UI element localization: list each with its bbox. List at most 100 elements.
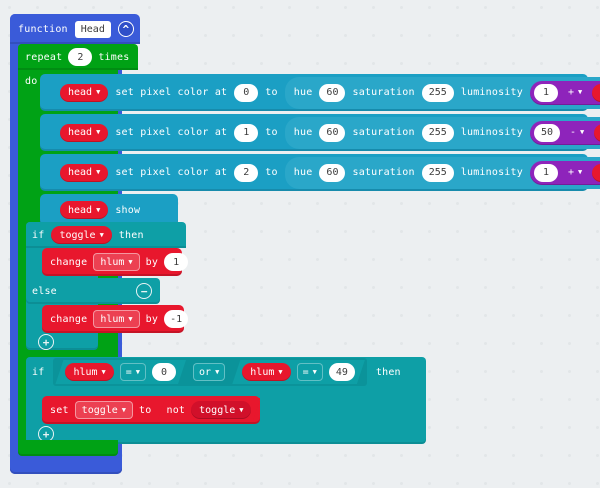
pixel-index-field[interactable]: 1 [234,123,259,142]
chevron-up-icon[interactable]: ^ [117,21,134,37]
then-label: then [118,229,144,241]
change-value-field[interactable]: 1 [164,253,189,271]
luminosity-label: luminosity [460,167,523,178]
repeat-keyword: repeat [25,51,63,63]
left-operator-symbol: = [125,366,132,378]
operand-a-field[interactable]: 50 [533,123,561,142]
minus-circle-icon[interactable]: − [136,283,152,299]
right-variable-name: hlum [250,366,275,378]
strip-dropdown[interactable]: head▼ [60,123,109,142]
if-keyword: if [32,229,45,241]
chevron-down-icon: ▼ [580,128,585,136]
set-pixel-block[interactable]: head▼ set pixel color at 1 to hue 60 sat… [40,114,600,151]
by-label: by [145,313,159,325]
saturation-field[interactable]: 255 [421,163,454,182]
chevron-down-icon: ▼ [99,230,104,239]
repeat-do-label-wrap: do [18,70,54,92]
hue-field[interactable]: 60 [319,123,346,142]
left-variable-dropdown[interactable]: hlum▼ [65,363,113,381]
if-bounds-header[interactable]: if hlum▼ =▼ 0 or▼ hlum▼ [26,357,426,387]
else-label: else [32,285,57,297]
strip-dropdown[interactable]: head▼ [60,201,109,219]
chevron-down-icon: ▼ [96,205,101,214]
change-variable-dropdown[interactable]: hlum▼ [93,253,140,271]
luminosity-label: luminosity [460,87,523,98]
pixel-index-field[interactable]: 0 [234,83,259,102]
left-variable-name: hlum [73,366,98,378]
math-operation-block[interactable]: 50 -▼ hlum▼ [529,120,600,145]
by-label: by [145,256,159,268]
operator-dropdown[interactable]: -▼ [565,124,590,141]
strip-name: head [68,204,93,216]
saturation-label: saturation [352,127,415,138]
if-toggle-footer[interactable]: + [26,333,98,351]
operand-b-variable[interactable]: hlum▼ [592,83,600,102]
hue-field[interactable]: 60 [319,83,346,102]
strip-name: head [68,87,93,98]
saturation-field[interactable]: 255 [421,123,454,142]
hue-label: hue [293,87,313,98]
chevron-down-icon: ▼ [578,168,583,176]
hue-field[interactable]: 60 [319,163,346,182]
comparison-block-right[interactable]: hlum▼ =▼ 49 [232,360,365,384]
operand-b-variable[interactable]: hlum▼ [594,123,600,142]
function-block-header[interactable]: function Head ^ [10,14,140,44]
operand-a-field[interactable]: 1 [533,83,558,102]
luminosity-label: luminosity [460,127,523,138]
if-toggle-header[interactable]: if toggle▼ then [26,222,186,248]
repeat-count-field[interactable]: 2 [68,48,93,66]
not-logic-block[interactable]: not toggle▼ [157,398,260,422]
left-value-field[interactable]: 0 [152,363,176,381]
strip-dropdown[interactable]: head▼ [60,83,109,102]
change-variable-dropdown[interactable]: hlum▼ [93,310,140,328]
operator-dropdown[interactable]: +▼ [562,164,588,181]
saturation-field[interactable]: 255 [421,83,454,102]
set-pixel-block[interactable]: head▼ set pixel color at 0 to hue 60 sat… [40,74,600,111]
repeat-do-label: do [25,75,38,87]
change-variable-block[interactable]: change hlum▼ by 1 [42,248,189,276]
saturation-label: saturation [352,87,415,98]
change-value-field[interactable]: -1 [164,310,189,328]
condition-name: toggle [59,229,96,241]
chevron-down-icon: ▼ [101,367,106,376]
right-value-field[interactable]: 49 [329,363,355,381]
right-operator-dropdown[interactable]: =▼ [297,363,323,381]
then-label: then [375,366,401,378]
chevron-down-icon: ▼ [128,314,133,323]
to-label: to [265,87,278,98]
strip-dropdown[interactable]: head▼ [60,163,109,182]
show-label: show [115,204,141,216]
chevron-down-icon: ▼ [128,257,133,266]
operand-b-variable[interactable]: hlum▼ [592,163,600,182]
change-variable-block[interactable]: change hlum▼ by -1 [42,305,189,333]
chevron-down-icon: ▼ [96,88,101,96]
pixel-index-field[interactable]: 2 [234,163,259,182]
chevron-down-icon: ▼ [578,88,583,96]
right-operator-symbol: = [302,366,309,378]
variable-name: hlum [100,256,125,268]
or-logic-block[interactable]: hlum▼ =▼ 0 or▼ hlum▼ =▼ [53,358,367,386]
set-variable-block[interactable]: set toggle▼ to not toggle▼ [42,396,260,424]
right-variable-dropdown[interactable]: hlum▼ [242,363,290,381]
set-pixel-block[interactable]: head▼ set pixel color at 2 to hue 60 sat… [40,154,600,191]
show-block[interactable]: head▼ show [40,194,178,226]
operator-dropdown[interactable]: +▼ [562,84,588,101]
if-condition-variable[interactable]: toggle▼ [51,226,112,244]
comparison-block-left[interactable]: hlum▼ =▼ 0 [55,360,186,384]
math-operation-block[interactable]: 1 +▼ hlum▼ [529,80,600,105]
math-operation-block[interactable]: 1 +▼ hlum▼ [529,160,600,185]
not-operand-dropdown[interactable]: toggle▼ [191,401,251,419]
else-row[interactable]: else − [26,278,160,304]
to-label: to [265,167,278,178]
set-keyword: set [50,404,69,416]
function-name-field[interactable]: Head [74,20,111,38]
repeat-block-header[interactable]: repeat 2 times [18,44,138,70]
plus-circle-icon[interactable]: + [38,334,54,350]
left-operator-dropdown[interactable]: =▼ [120,363,146,381]
operand-a-field[interactable]: 1 [533,163,558,182]
or-operator-dropdown[interactable]: or▼ [193,363,226,381]
function-keyword: function [18,23,68,35]
set-variable-dropdown[interactable]: toggle▼ [74,401,134,419]
chevron-down-icon: ▼ [215,367,220,376]
